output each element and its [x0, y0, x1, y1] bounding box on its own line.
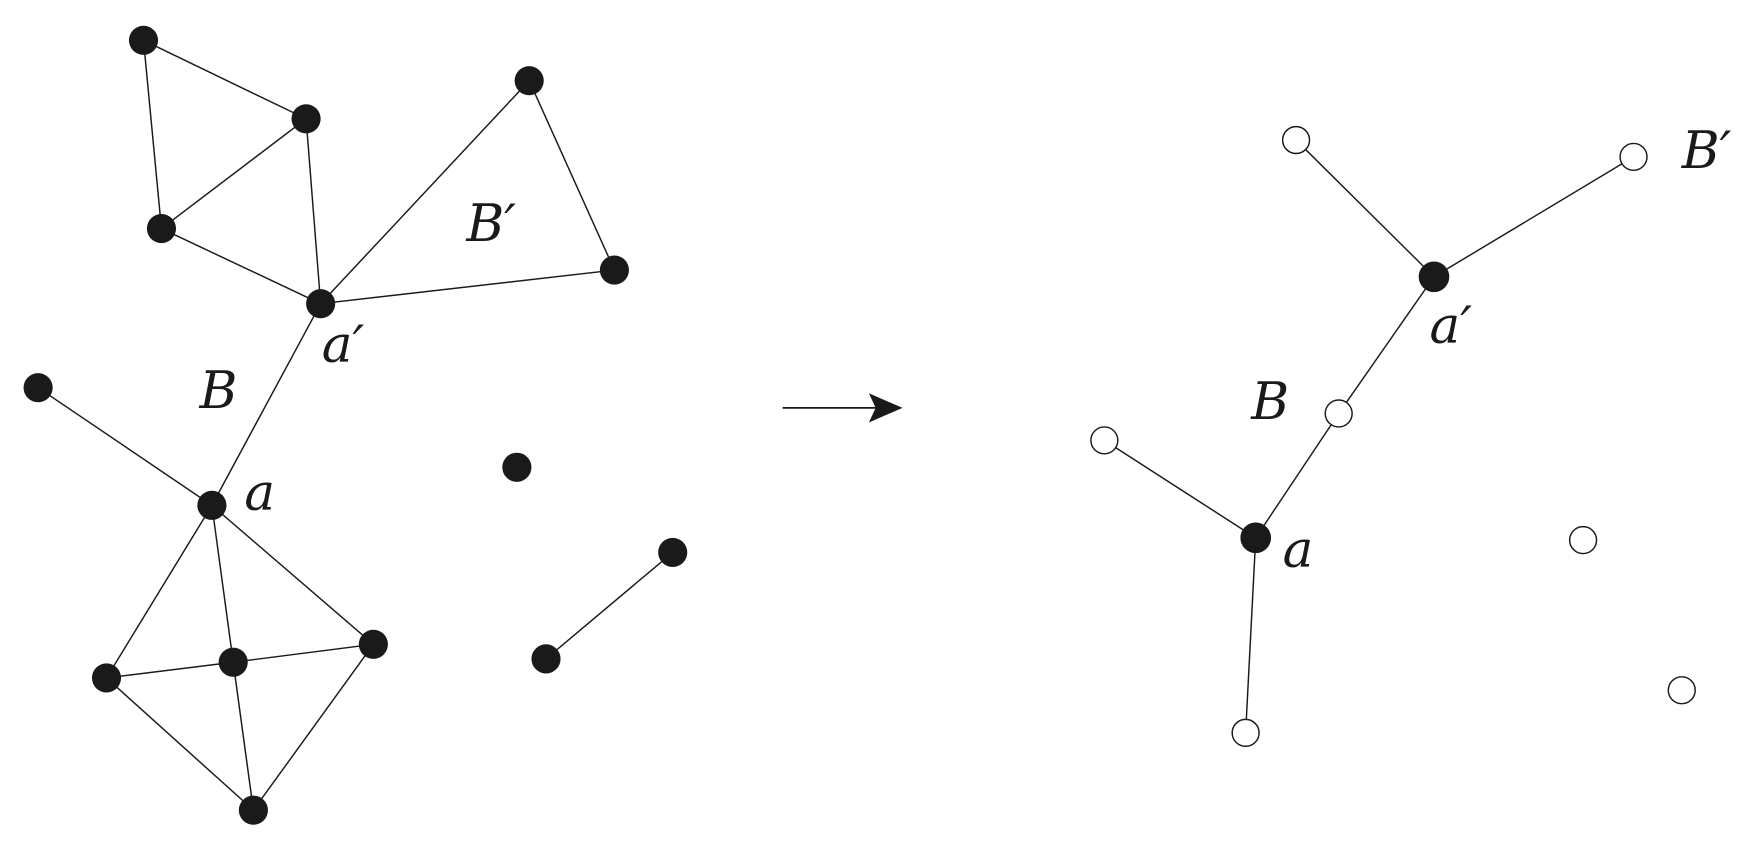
label-cut-prime-right: a′ — [1429, 296, 1472, 356]
graph-edge — [105, 504, 213, 679]
block-node — [1667, 676, 1696, 705]
vertex — [306, 289, 336, 319]
block-node — [1231, 718, 1260, 748]
vertex — [514, 66, 544, 96]
tree-edge — [1244, 537, 1257, 733]
vertex — [218, 647, 248, 677]
graph-edge — [211, 504, 374, 645]
graph-edge — [233, 643, 374, 663]
left-graph-nodes — [23, 25, 688, 825]
cut-vertex-node — [1240, 522, 1272, 554]
label-cut-prime-left: a′ — [322, 315, 365, 375]
block-node — [1324, 399, 1353, 428]
vertex — [91, 663, 122, 693]
vertex — [531, 644, 561, 674]
right-tree-edges — [1103, 139, 1634, 733]
vertex — [502, 452, 532, 482]
graph-edge — [305, 118, 322, 304]
tree-edge — [1295, 139, 1435, 278]
tree-edge — [1103, 439, 1257, 539]
graph-edge — [211, 505, 234, 663]
graph-edge — [142, 40, 163, 229]
vertex — [599, 255, 629, 285]
graph-edge — [320, 269, 615, 305]
transform-arrow — [782, 393, 903, 423]
label-cut-left: a — [244, 463, 275, 523]
graph-edge — [252, 643, 374, 811]
graph-edge — [161, 118, 307, 230]
vertex — [128, 25, 159, 55]
vertex — [358, 629, 388, 659]
vertex — [291, 104, 321, 134]
block-node — [1568, 525, 1598, 555]
block-node — [1619, 142, 1648, 172]
label-block-prime-right: B′ — [1681, 121, 1732, 181]
graph-edge — [143, 39, 307, 120]
graph-edge — [528, 80, 616, 271]
vertex — [197, 490, 227, 520]
graph-edge — [545, 551, 674, 660]
vertex — [238, 795, 268, 825]
right-tree-nodes — [1090, 125, 1696, 748]
vertex — [658, 537, 688, 567]
label-cut-right: a — [1283, 520, 1314, 580]
block-node — [1090, 426, 1119, 455]
graph-edge — [161, 227, 321, 305]
graph-edge — [106, 677, 254, 811]
vertex — [23, 373, 53, 403]
tree-edge — [1433, 156, 1634, 278]
graph-edge — [320, 80, 530, 305]
block-node — [1281, 125, 1311, 155]
cut-vertex-node — [1418, 261, 1450, 293]
vertex — [146, 214, 177, 244]
tree-edge — [1255, 413, 1340, 539]
label-block-left: B — [199, 361, 238, 421]
graph-edge — [211, 303, 322, 506]
label-block-prime-left: B′ — [465, 194, 516, 254]
label-block-right: B — [1250, 372, 1289, 432]
arrowhead-icon — [868, 393, 903, 423]
left-graph-edges — [37, 39, 674, 811]
graph-edge — [106, 661, 234, 679]
tree-edge — [1338, 276, 1435, 414]
graph-edge — [37, 387, 213, 506]
graph-edge — [232, 662, 255, 811]
